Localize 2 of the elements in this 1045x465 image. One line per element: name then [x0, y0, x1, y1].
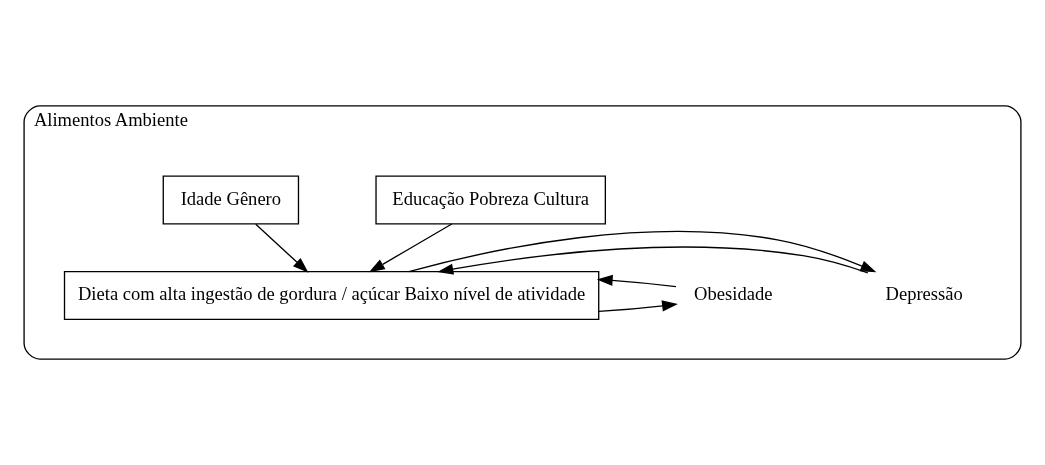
node-text: Obesidade — [694, 283, 773, 305]
node-text: Depressão — [885, 283, 963, 305]
